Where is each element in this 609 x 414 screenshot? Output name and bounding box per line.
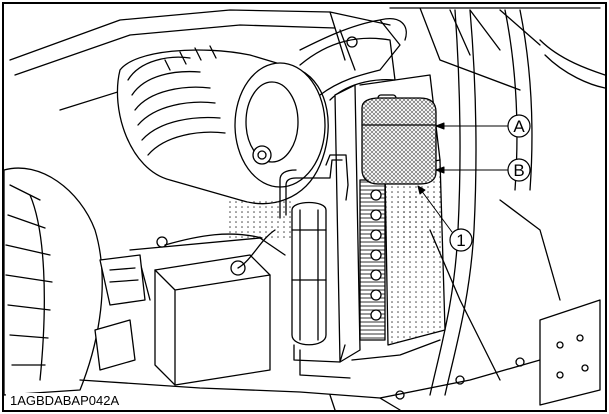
tire-left	[3, 167, 103, 396]
callout-label-a: A	[513, 117, 525, 136]
screen-right	[398, 195, 438, 255]
callout-circle-b	[507, 158, 531, 182]
hood-structure	[9, 7, 601, 111]
callout-circle-a	[507, 114, 531, 138]
screen-left	[225, 200, 295, 240]
chassis-base	[79, 199, 601, 411]
callout-label-b: B	[513, 161, 524, 180]
callout-label-1: 1	[456, 231, 465, 250]
battery	[99, 229, 286, 386]
leader-lines	[417, 122, 509, 233]
receiver-drier	[279, 154, 351, 379]
intake-hose	[299, 18, 407, 96]
figure-code: 1AGBDABAP042A	[6, 393, 124, 409]
reserve-tank	[361, 94, 437, 185]
air-cleaner	[116, 37, 396, 205]
callout-circle-1	[449, 228, 473, 252]
